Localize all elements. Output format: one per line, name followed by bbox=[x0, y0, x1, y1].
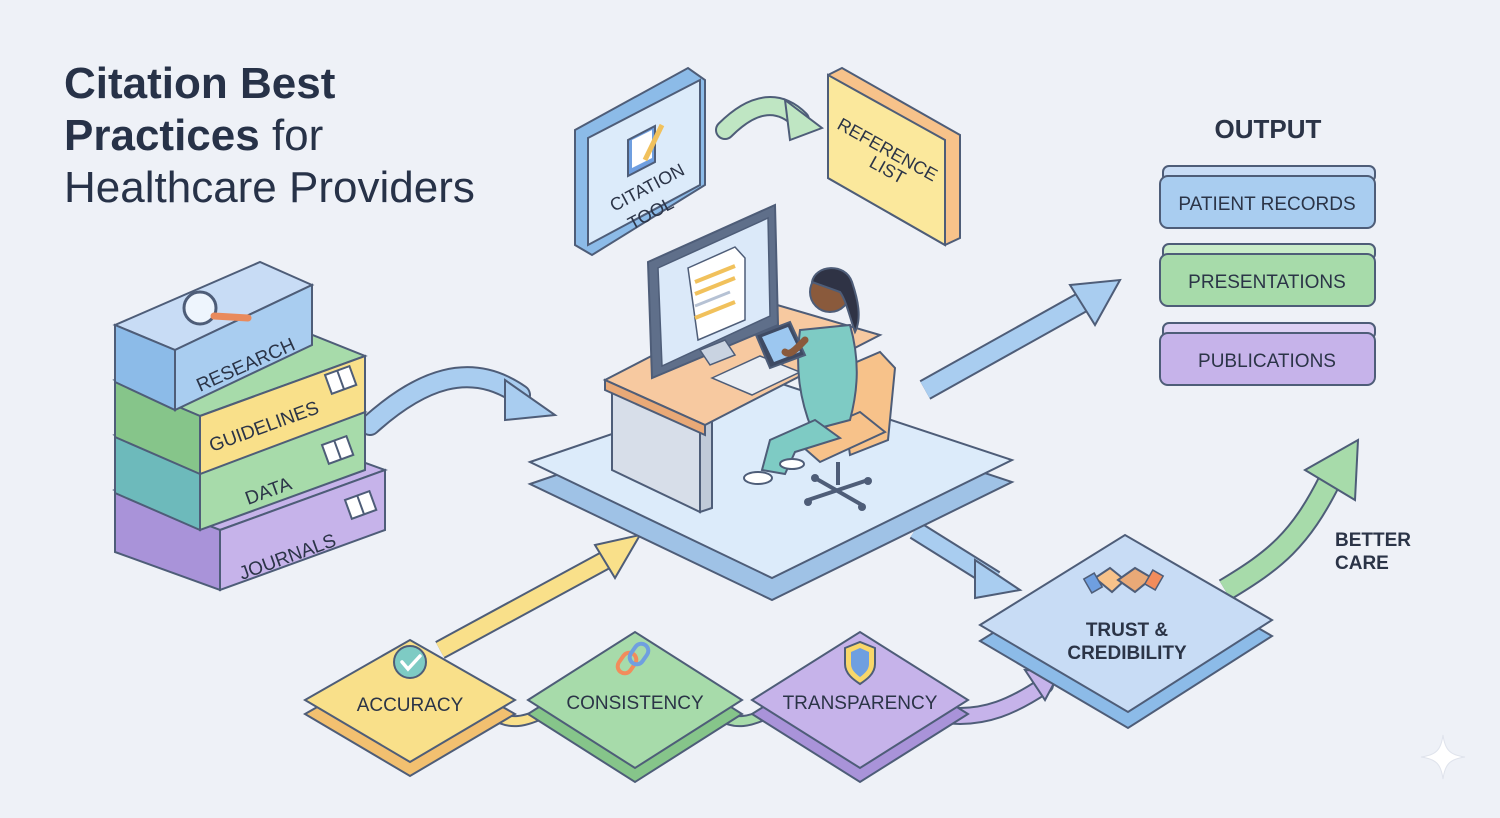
checkmark-icon bbox=[393, 645, 427, 679]
principle-accuracy: ACCURACY bbox=[303, 638, 517, 778]
desk bbox=[602, 203, 897, 514]
principle-transparency: TRANSPARENCY bbox=[750, 630, 970, 784]
output-item-label: PUBLICATIONS bbox=[1198, 351, 1336, 372]
citation-tool-card: CITATION TOOL bbox=[574, 66, 706, 257]
source-research: RESEARCH bbox=[112, 260, 315, 412]
better-care-label-1: BETTER bbox=[1335, 530, 1411, 551]
healthcare-provider-figure bbox=[743, 267, 860, 485]
output-panel: OUTPUT PATIENT RECORDS PRESENTATIONS PUB… bbox=[1159, 114, 1376, 386]
output-item-label: PRESENTATIONS bbox=[1188, 272, 1346, 293]
book-icon bbox=[343, 489, 378, 521]
output-item-label: PATIENT RECORDS bbox=[1178, 194, 1355, 215]
consistency-label: CONSISTENCY bbox=[566, 693, 704, 714]
output-heading: OUTPUT bbox=[1215, 114, 1322, 144]
accuracy-label: ACCURACY bbox=[357, 695, 464, 716]
page-title: Citation Best Practices for Healthcare P… bbox=[64, 58, 475, 214]
principle-consistency: CONSISTENCY bbox=[526, 630, 744, 784]
title-line-1: Citation Best bbox=[64, 59, 336, 108]
trust-label-1: TRUST & bbox=[1086, 620, 1169, 641]
shield-icon bbox=[844, 640, 876, 686]
notepad-pencil-icon bbox=[627, 123, 665, 178]
outcome-trust-credibility: TRUST & CREDIBILITY bbox=[978, 533, 1274, 730]
computer-monitor bbox=[646, 203, 802, 396]
flow-arrows bbox=[359, 96, 1360, 728]
better-care-label-2: CARE bbox=[1335, 553, 1389, 574]
book-icon bbox=[320, 434, 355, 466]
handshake-icon bbox=[1082, 566, 1165, 594]
title-line-2-rest: for bbox=[271, 111, 324, 160]
book-icon bbox=[323, 364, 358, 396]
output-presentations: PRESENTATIONS bbox=[1159, 243, 1376, 307]
trust-label-2: CREDIBILITY bbox=[1067, 643, 1187, 664]
reference-list-card: REFERENCE LIST bbox=[827, 66, 961, 247]
output-patient-records: PATIENT RECORDS bbox=[1159, 165, 1376, 229]
sparkle-icon bbox=[1420, 734, 1466, 780]
magnifier-icon bbox=[182, 290, 252, 326]
title-line-2-bold: Practices bbox=[64, 111, 260, 160]
output-publications: PUBLICATIONS bbox=[1159, 322, 1376, 386]
chain-link-icon bbox=[615, 641, 651, 676]
title-line-3: Healthcare Providers bbox=[64, 163, 475, 212]
transparency-label: TRANSPARENCY bbox=[783, 693, 938, 714]
source-stack: JOURNALS DATA GUIDELINES bbox=[112, 260, 388, 592]
